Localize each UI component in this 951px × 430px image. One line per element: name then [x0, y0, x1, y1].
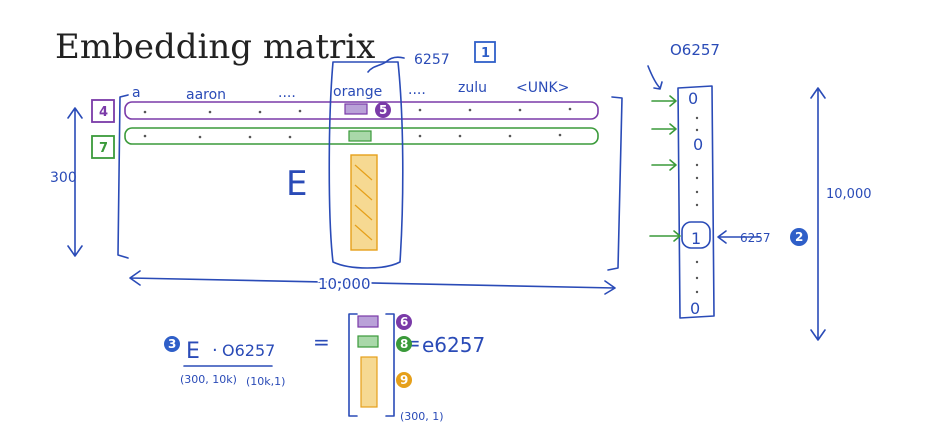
vocab-word: zulu	[458, 80, 487, 96]
row-highlight-green	[124, 127, 599, 145]
row-highlight-purple	[124, 101, 599, 120]
cell-green	[348, 130, 372, 142]
vocab-word: a	[132, 85, 141, 101]
one-hot-highlight	[681, 221, 711, 249]
result-cell-green	[357, 335, 379, 348]
cell-purple	[344, 103, 368, 115]
svg-text:1: 1	[481, 46, 490, 61]
one-hot-entry: 0	[690, 299, 700, 318]
slide-title: Embedding matrix	[55, 27, 375, 67]
matrix-left-bracket	[117, 94, 129, 259]
svg-text:7: 7	[99, 141, 108, 156]
marker-3: 3	[164, 336, 180, 352]
rows-dimension-label: 300	[50, 170, 77, 186]
svg-text:6: 6	[400, 315, 408, 329]
vocab-word: <UNK>	[516, 80, 569, 96]
one-hot-height-label: 10,000	[826, 187, 872, 202]
vector-dots	[695, 116, 699, 294]
vocab-word: aaron	[186, 87, 226, 103]
marker-1: 1	[474, 41, 496, 63]
svg-text:9: 9	[400, 373, 408, 387]
vocab-header: a aaron .... orange .... zulu <UNK>	[132, 80, 569, 103]
one-hot-vector: O6257 0 0 1 0 6257 10,000	[647, 41, 872, 341]
one-hot-height-arrow	[810, 87, 826, 341]
svg-text:5: 5	[379, 103, 387, 117]
position-label: 6257	[740, 231, 771, 245]
position-arrow	[717, 230, 761, 244]
marker-4: 4	[91, 99, 115, 123]
equation-vector: O6257	[222, 341, 275, 360]
orange-hatching	[354, 164, 373, 241]
marker-7: 7	[91, 135, 115, 159]
matrix-label: E	[286, 164, 307, 204]
one-hot-box	[677, 85, 715, 319]
equation: E · O6257 (300, 10k) (10k,1) = = e6257 (…	[180, 313, 485, 423]
row-dots	[143, 107, 572, 139]
result-label: e6257	[422, 333, 485, 357]
one-hot-pointer-arrow	[647, 65, 663, 90]
one-hot-entry: 0	[693, 135, 703, 154]
rows-dimension-arrow	[67, 107, 83, 257]
vocab-word: ....	[278, 85, 296, 101]
result-cell-purple	[357, 315, 379, 328]
vocab-word: orange	[333, 84, 382, 100]
result-left-bracket	[348, 313, 358, 417]
svg-text:3: 3	[168, 337, 176, 351]
marker-6: 6	[396, 314, 412, 330]
one-hot-label: O6257	[670, 41, 720, 59]
equation-e: E	[186, 339, 200, 364]
equals-sign: =	[313, 330, 330, 354]
dim-o-label: (10k,1)	[246, 375, 285, 388]
column-index-label: 6257	[414, 52, 450, 68]
vocab-word: ....	[408, 82, 426, 98]
column-brace	[367, 56, 405, 73]
result-cell-orange	[360, 356, 378, 408]
cols-dimension-arrow	[129, 270, 616, 295]
marker-2: 2	[790, 228, 808, 246]
marker-5: 5	[375, 102, 391, 118]
svg-text:8: 8	[400, 337, 408, 351]
one-hot-entry: 1	[691, 229, 701, 248]
cell-orange-column	[350, 154, 378, 251]
marker-8: 8	[396, 336, 412, 352]
column-highlight	[328, 61, 404, 269]
dim-e-label: (300, 10k)	[180, 373, 237, 386]
result-dim-label: (300, 1)	[400, 410, 444, 423]
one-hot-entry: 0	[688, 89, 698, 108]
svg-text:4: 4	[99, 105, 108, 120]
marker-9: 9	[396, 372, 412, 388]
cols-dimension-label: 10,000	[318, 275, 371, 293]
matrix-right-bracket	[607, 96, 623, 271]
result-right-bracket	[385, 313, 395, 417]
equation-dot: ·	[212, 340, 218, 361]
green-arrows	[649, 95, 681, 242]
embedding-matrix: a aaron .... orange .... zulu <UNK>	[50, 52, 623, 295]
svg-text:2: 2	[795, 230, 803, 244]
